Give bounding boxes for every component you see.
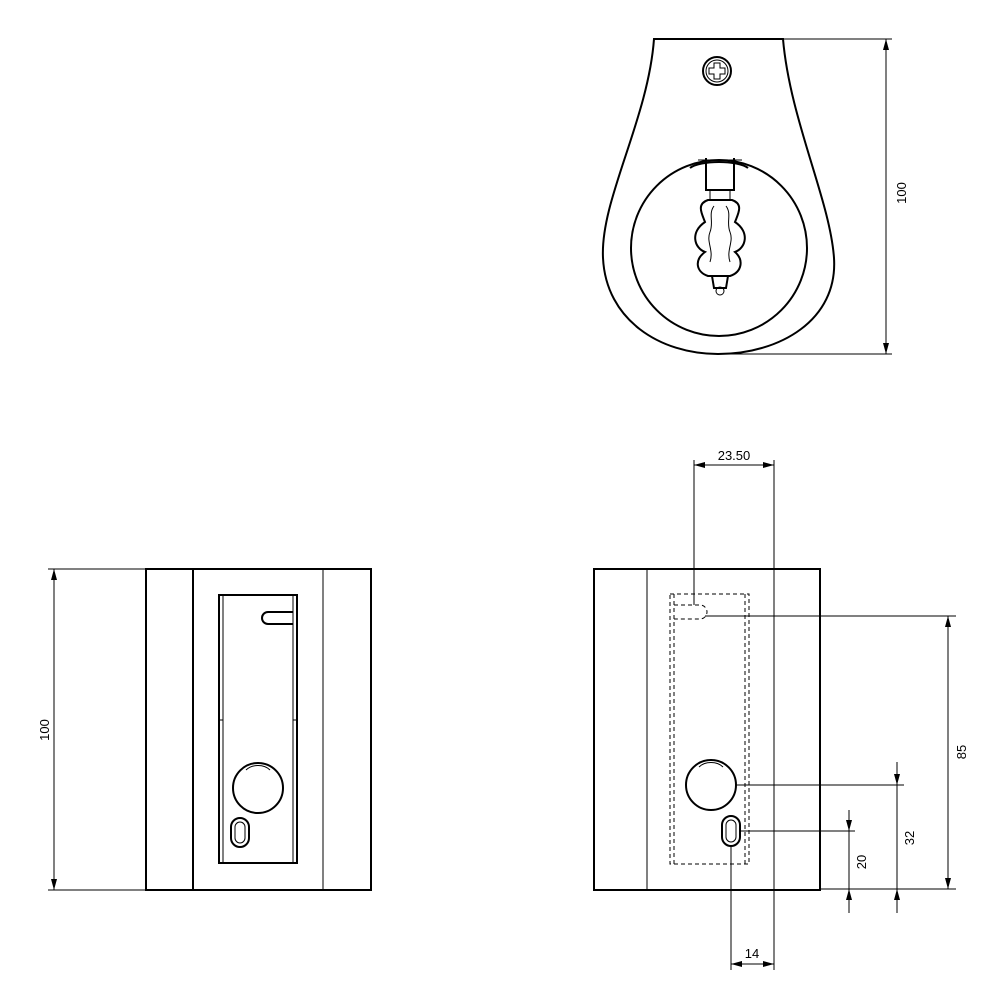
dim-label-32: 32	[902, 831, 917, 845]
dim-label-top-100: 100	[894, 182, 909, 204]
side-view	[593, 460, 956, 970]
front-slot-top	[261, 611, 293, 625]
front-plate	[218, 594, 298, 864]
key-icon	[689, 158, 749, 296]
dim-label-front-100: 100	[37, 719, 52, 741]
dim-label-85: 85	[954, 745, 969, 759]
front-cylinder-hole	[232, 762, 284, 814]
side-cylinder-hole	[685, 759, 737, 811]
front-view	[48, 568, 372, 891]
dimension-14	[730, 846, 775, 970]
top-view-bore	[630, 159, 808, 337]
front-slot-bottom	[230, 817, 250, 848]
top-view-outline	[601, 38, 836, 356]
dimension-20	[740, 810, 855, 913]
top-view	[601, 38, 892, 356]
front-view-outline	[145, 568, 372, 891]
screw-head-icon	[702, 56, 732, 86]
dim-label-23-50: 23.50	[718, 448, 751, 463]
dimension-32	[736, 762, 904, 913]
dim-label-14: 14	[745, 946, 759, 961]
side-hidden-slot-top	[674, 604, 708, 620]
dimension-front-100	[48, 568, 146, 891]
dimension-top-100	[718, 38, 892, 355]
dim-label-20: 20	[854, 855, 869, 869]
side-hidden-plate	[669, 593, 750, 865]
side-view-outline	[593, 568, 821, 891]
dimension-85	[705, 615, 956, 890]
dimension-23-50	[693, 460, 775, 605]
